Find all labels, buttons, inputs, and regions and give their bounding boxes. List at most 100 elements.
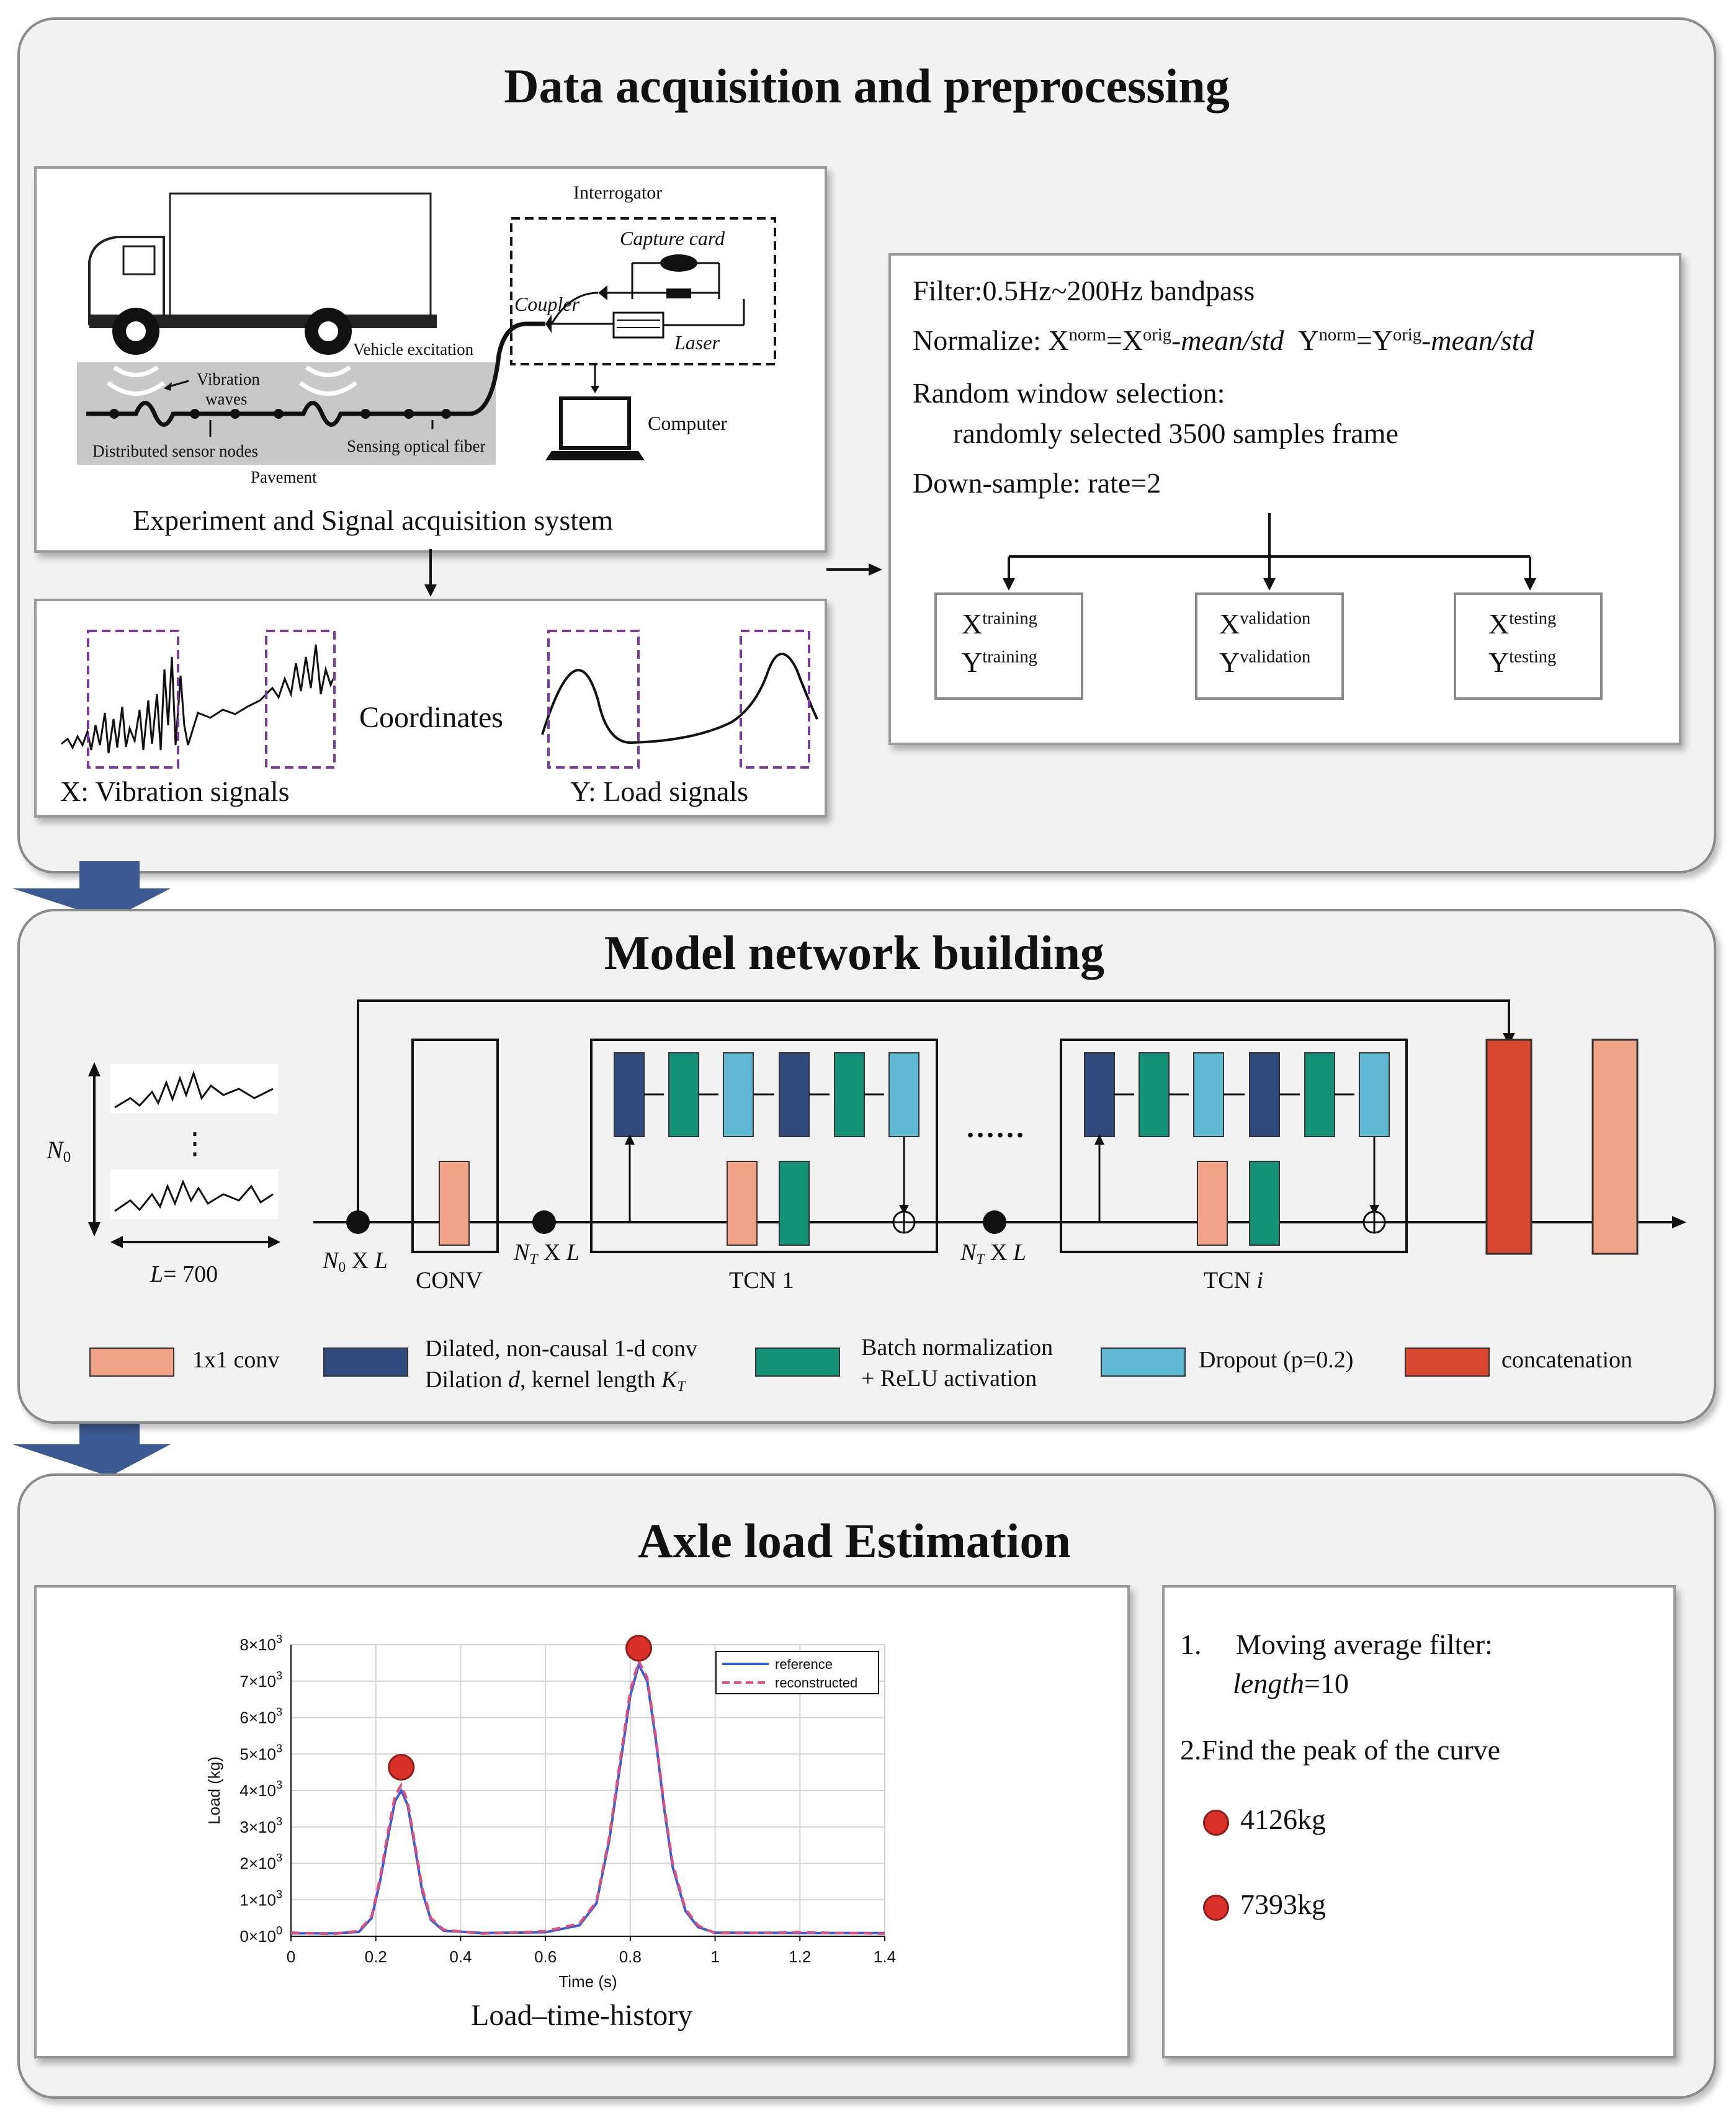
x-axis-label: Time (s): [558, 1972, 617, 1991]
panel-transition-arrows: [12, 861, 171, 1477]
peak-value-2: 7393kg: [1240, 1888, 1326, 1920]
vibration-window-1: [87, 630, 179, 769]
signals-box: Coordinates X: Vibration signals Y: Load…: [34, 599, 827, 818]
sensor-nodes-label: Distributed sensor nodes: [92, 442, 258, 460]
legend-swatch-conv: [89, 1348, 174, 1377]
step1-length: length=10: [1233, 1668, 1349, 1699]
vibration-label: Vibration: [197, 370, 260, 388]
x-signal-label: X: Vibration signals: [60, 775, 290, 807]
legend-label-reference: reference: [775, 1656, 833, 1672]
series-line-reconstructed: [290, 1658, 885, 1936]
x-tick-label: 1.2: [789, 1947, 811, 1966]
normalize-text: Normalize: Xnorm=Xorig-mean/std Ynorm=Yo…: [913, 324, 1534, 356]
conv-block: [411, 1039, 499, 1253]
legend-label-reconstructed: reconstructed: [775, 1675, 857, 1691]
l-label: L= 700: [150, 1261, 218, 1287]
y-axis-label: Load (kg): [205, 1756, 223, 1825]
vehicle-excitation-label: Vehicle excitation: [353, 340, 474, 359]
split-validation: Xvalidation Yvalidation: [1195, 592, 1344, 700]
x-tick-label: 0: [287, 1947, 295, 1966]
y-signal-label: Y: Load signals: [570, 775, 749, 807]
downsample-text: Down-sample: rate=2: [913, 467, 1161, 499]
tcni-block: [1060, 1039, 1408, 1253]
estimation-title: Axle load Estimation: [638, 1514, 1071, 1568]
peak-point-2: [625, 1635, 653, 1662]
legend-bn-line2: + ReLU activation: [861, 1365, 1037, 1392]
legend-swatch-bn: [755, 1348, 840, 1377]
y-tick-label: 7×103: [239, 1669, 282, 1691]
legend-dilated-line2: Dilation d, kernel length KT: [425, 1367, 686, 1395]
split-testing: Xtesting Ytesting: [1454, 592, 1603, 700]
series-line-reference: [291, 1661, 885, 1935]
down-arrow-2: [12, 1416, 171, 1477]
peak-marker-1: [1203, 1810, 1229, 1836]
y-tick-label: 1×103: [239, 1888, 282, 1909]
y-tick-label: 5×103: [239, 1742, 282, 1763]
tcn1-label: TCN 1: [729, 1267, 794, 1294]
x-tick-label: 0.6: [534, 1947, 557, 1966]
random-window-detail: randomly selected 3500 samples frame: [953, 418, 1398, 449]
y-tick-label: 0×100: [239, 1924, 282, 1946]
load-signal: [541, 653, 818, 744]
legend-swatch-dropout: [1101, 1348, 1186, 1377]
down-arrow-1: [12, 861, 171, 920]
concat-layer: [1485, 1039, 1532, 1255]
legend-bn-line1: Batch normalization: [861, 1334, 1054, 1361]
computer-shape: [559, 396, 631, 450]
coordinates-label: Coordinates: [359, 701, 503, 734]
model-title: Model network building: [604, 926, 1105, 980]
n0-label: N0: [47, 1136, 71, 1166]
conv-label: CONV: [416, 1267, 483, 1294]
output-conv-layer: [1591, 1039, 1639, 1255]
acquisition-title: Data acquisition and preprocessing: [504, 59, 1230, 113]
y-tick-label: 6×103: [239, 1706, 282, 1727]
tcni-label: TCN i: [1204, 1267, 1264, 1294]
computer-label: Computer: [648, 412, 727, 434]
split-arrows: [1003, 513, 1536, 591]
n0xl-label: N0 X L: [323, 1248, 388, 1276]
vibration-window-2: [265, 630, 336, 769]
x-tick-label: 1.4: [874, 1947, 896, 1966]
tcn1-block: [590, 1039, 938, 1253]
step2-text: 2.Find the peak of the curve: [1180, 1734, 1501, 1766]
peak-value-1: 4126kg: [1240, 1803, 1326, 1835]
sensing-fiber-line: [86, 321, 545, 427]
conv-layer: [439, 1161, 470, 1246]
vibration-arcs: [106, 365, 358, 396]
optical-fiber-label: Sensing optical fiber: [347, 437, 486, 455]
vertical-dots: ⋮: [180, 1127, 210, 1160]
legend-dilated-line1: Dilated, non-causal 1-d conv: [425, 1336, 697, 1362]
chart-caption: Load–time-history: [471, 1999, 693, 2032]
legend-swatch-concat: [1405, 1348, 1490, 1377]
preprocessing-box: Filter:0.5Hz~200Hz bandpass Normalize: X…: [888, 253, 1681, 745]
random-window-title: Random window selection:: [913, 377, 1225, 409]
pavement-label: Pavement: [251, 468, 317, 486]
acquisition-system-illustration: [77, 192, 776, 465]
model-panel: Model network building: [17, 909, 1716, 1424]
step1-text: Moving average filter:: [1236, 1629, 1493, 1660]
laser-label: Laser: [674, 331, 720, 354]
peak-marker-2: [1203, 1895, 1229, 1921]
y-tick-label: 3×103: [239, 1815, 282, 1836]
x-tick-label: 1: [710, 1947, 719, 1966]
chart-legend: [715, 1651, 879, 1694]
coupler-label: Coupler: [514, 293, 579, 315]
peak-point-1: [388, 1754, 415, 1781]
legend-conv-label: 1x1 conv: [192, 1347, 280, 1373]
step1-number: 1.: [1180, 1629, 1202, 1660]
truck-cargo-box: [169, 192, 432, 319]
x-tick-label: 0.4: [449, 1947, 472, 1966]
y-tick-label: 2×103: [239, 1852, 282, 1873]
waves-label: waves: [205, 390, 248, 408]
load-time-chart: 0×1001×1032×1033×1034×1035×1036×1037×103…: [205, 1633, 896, 1991]
capture-card-shape: [660, 254, 697, 272]
load-window-1: [547, 630, 640, 769]
vibration-signal: [61, 644, 334, 754]
filter-text: Filter:0.5Hz~200Hz bandpass: [913, 275, 1255, 306]
x-tick-label: 0.2: [365, 1947, 387, 1966]
interrogator-label: Interrogator: [573, 182, 663, 203]
postprocess-box: 1. Moving average filter: length=10 2.Fi…: [1162, 1585, 1676, 2058]
legend-concat-label: concatenation: [1501, 1347, 1633, 1373]
